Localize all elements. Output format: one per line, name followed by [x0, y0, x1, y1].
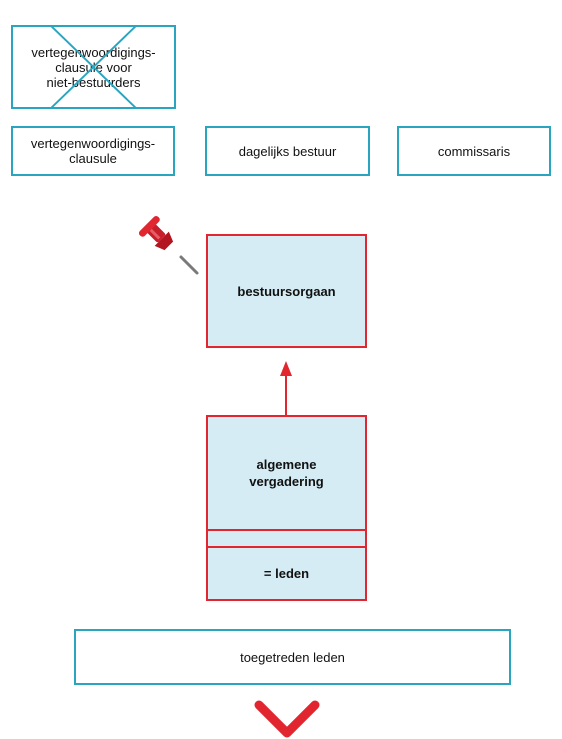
algemene-vergadering-leden-section: = leden — [208, 546, 365, 599]
arrow-up-icon — [280, 361, 292, 415]
box-commissaris-label: commissaris — [437, 143, 511, 159]
box-dagelijks-bestuur-label: dagelijks bestuur — [238, 143, 337, 159]
pushpin-icon — [138, 215, 199, 275]
box-bestuursorgaan: bestuursorgaan — [206, 234, 367, 348]
box-toegetreden-leden-label: toegetreden leden — [240, 649, 345, 665]
box-algemene-vergadering: algemene vergadering = leden — [206, 415, 367, 601]
box-vertegenwoordigingsclausule-label: vertegenwoordigings- clausule — [30, 136, 156, 166]
box-toegetreden-leden: toegetreden leden — [74, 629, 511, 685]
algemene-vergadering-label: algemene vergadering — [249, 457, 324, 489]
chevron-down-icon — [254, 700, 320, 738]
algemene-vergadering-sub-label: = leden — [263, 566, 310, 581]
box-dagelijks-bestuur: dagelijks bestuur — [205, 126, 370, 176]
box-commissaris: commissaris — [397, 126, 551, 176]
box-vertegenwoordigingsclausule: vertegenwoordigings- clausule — [11, 126, 175, 176]
algemene-vergadering-empty-section — [208, 529, 365, 546]
box-bestuursorgaan-label: bestuursorgaan — [237, 283, 336, 299]
algemene-vergadering-title-section: algemene vergadering — [208, 417, 365, 529]
